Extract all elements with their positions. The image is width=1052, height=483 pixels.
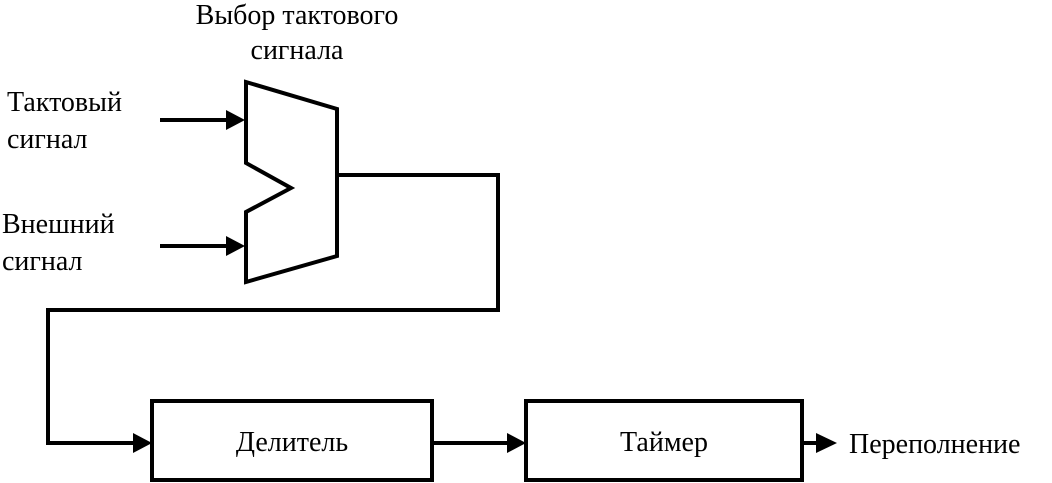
timer-label: Таймер <box>620 427 708 458</box>
divider-block <box>150 399 434 482</box>
clock-select-multiplexer <box>244 79 339 285</box>
external-input-label-line1: Внешний <box>2 209 115 240</box>
mux-title-line1: Выбор тактового <box>196 0 399 31</box>
timer-input-arrowhead <box>507 433 526 453</box>
divider-input-arrowhead <box>133 433 152 453</box>
mux-to-divider-wire <box>46 173 500 445</box>
clock-input-label-line2: сигнал <box>7 124 88 155</box>
external-input-arrowhead <box>226 236 245 256</box>
clock-input-label-line1: Тактовый <box>7 87 122 118</box>
external-input-label-line2: сигнал <box>2 246 83 277</box>
divider-label: Делитель <box>236 427 348 458</box>
mux-title-line2: сигнала <box>251 35 345 66</box>
timer-block <box>524 399 804 482</box>
overflow-label: Переполнение <box>849 429 1020 460</box>
overflow-output-arrowhead <box>816 433 837 453</box>
clock-input-arrowhead <box>226 110 245 130</box>
